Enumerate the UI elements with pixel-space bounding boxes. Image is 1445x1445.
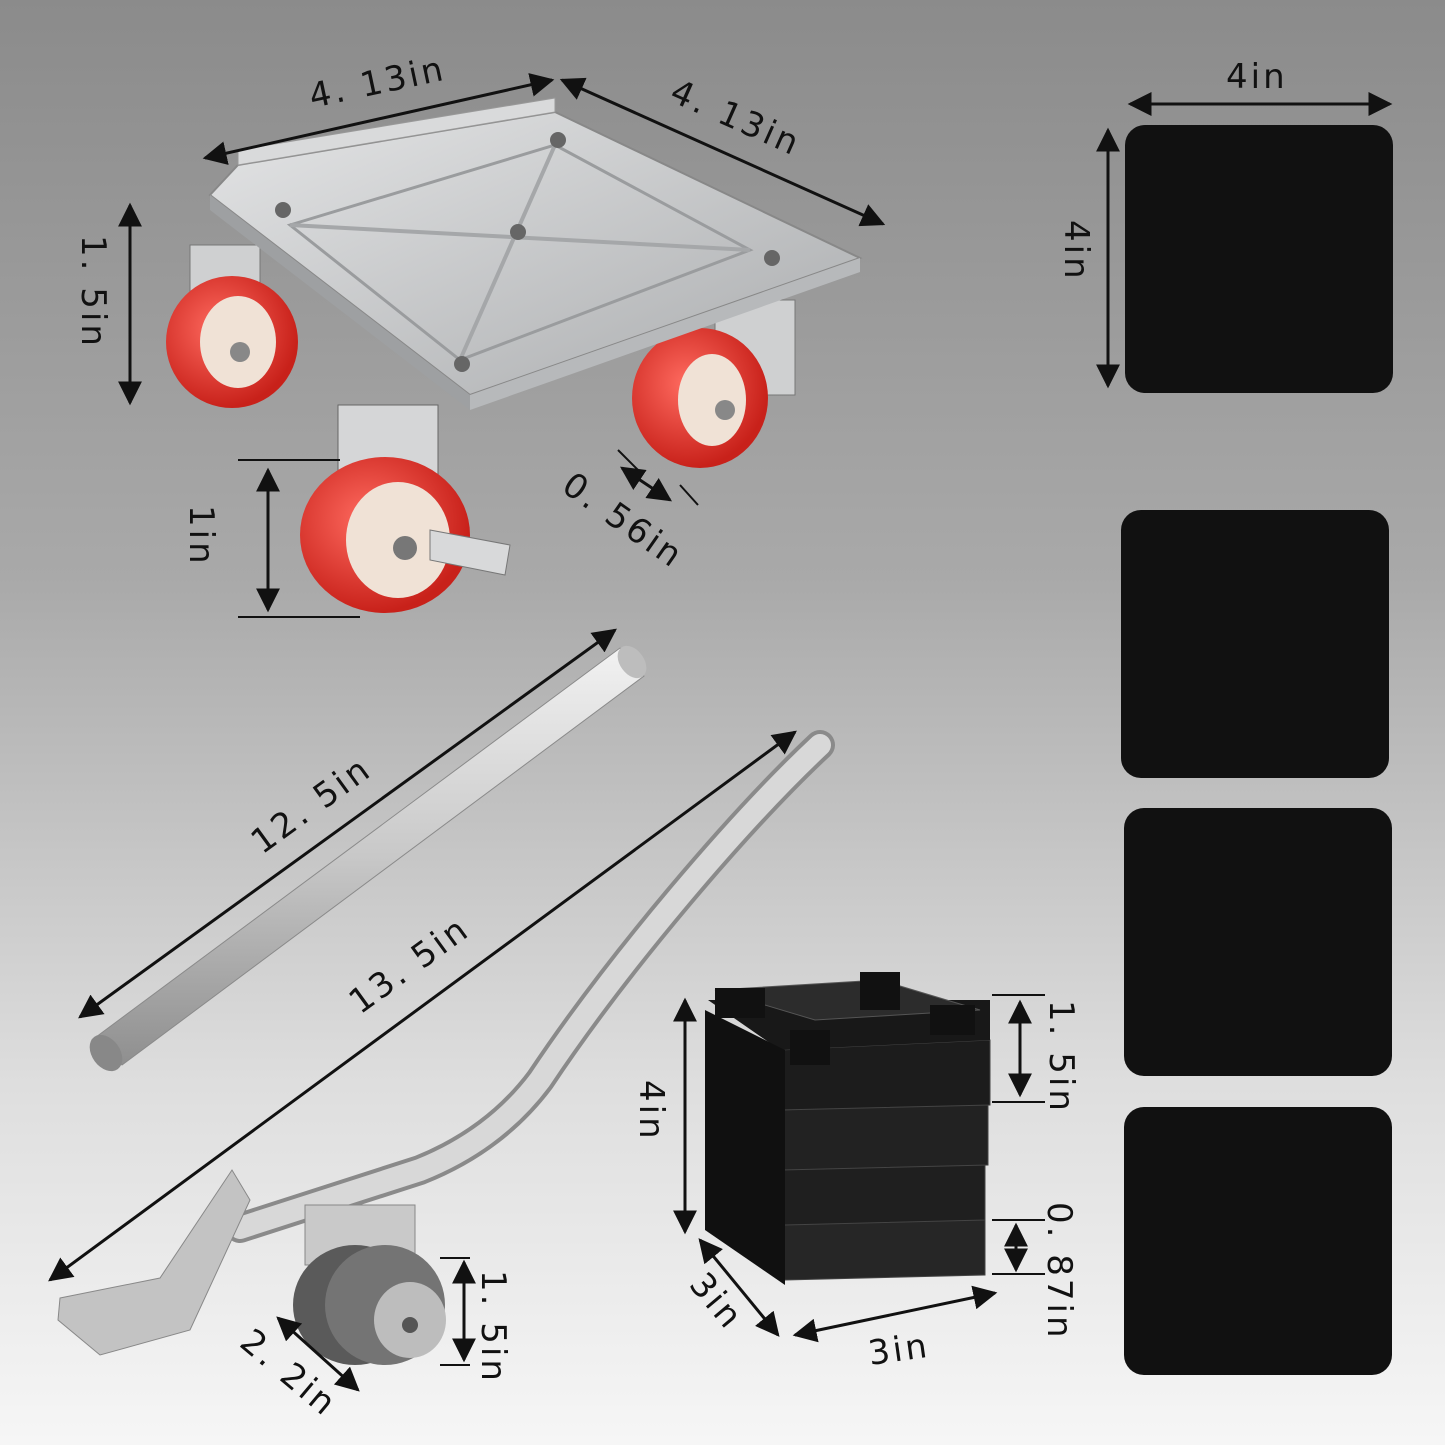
felt-pad-1	[1125, 125, 1393, 393]
felt-pads	[1121, 125, 1393, 1375]
riser-stack-height-label: 4in	[631, 1080, 671, 1142]
dolly-depth-label: 4. 13in	[664, 72, 807, 165]
pad-width-label: 4in	[1226, 57, 1288, 97]
bar-short-dimension	[78, 628, 617, 1019]
riser-top-height-label: 1. 5in	[1041, 1000, 1081, 1114]
felt-pad-3	[1124, 808, 1392, 1076]
pad-height-label: 4in	[1056, 220, 1096, 282]
pad-dimension-lines	[1096, 92, 1393, 389]
riser-width-label: 3in	[866, 1326, 933, 1374]
caster-wheel-right	[632, 299, 796, 468]
lever-wheel-dimension-lines	[276, 1257, 476, 1392]
riser-stack	[705, 972, 991, 1285]
bar-long-label: 13. 5in	[342, 909, 478, 1023]
felt-pad-4	[1124, 1107, 1392, 1375]
lever-wheel-height-label: 1. 5in	[473, 1270, 513, 1384]
caster-height-label: 1in	[181, 505, 221, 567]
dolly-illustration	[166, 97, 863, 613]
felt-pad-2	[1121, 510, 1389, 778]
caster-width-label: 0. 56in	[555, 465, 691, 577]
lever-wheel	[293, 1245, 446, 1365]
riser-depth-label: 3in	[681, 1265, 751, 1338]
dolly-height-label: 1. 5in	[73, 235, 113, 349]
caster-wheel-left	[166, 244, 298, 408]
bar-long-dimension	[48, 730, 797, 1282]
caster-wheel-front	[300, 404, 511, 613]
dolly-dimension-lines	[118, 73, 886, 618]
riser-dimension-lines	[673, 994, 1045, 1343]
riser-layer-height-label: 0. 87in	[1039, 1202, 1079, 1341]
